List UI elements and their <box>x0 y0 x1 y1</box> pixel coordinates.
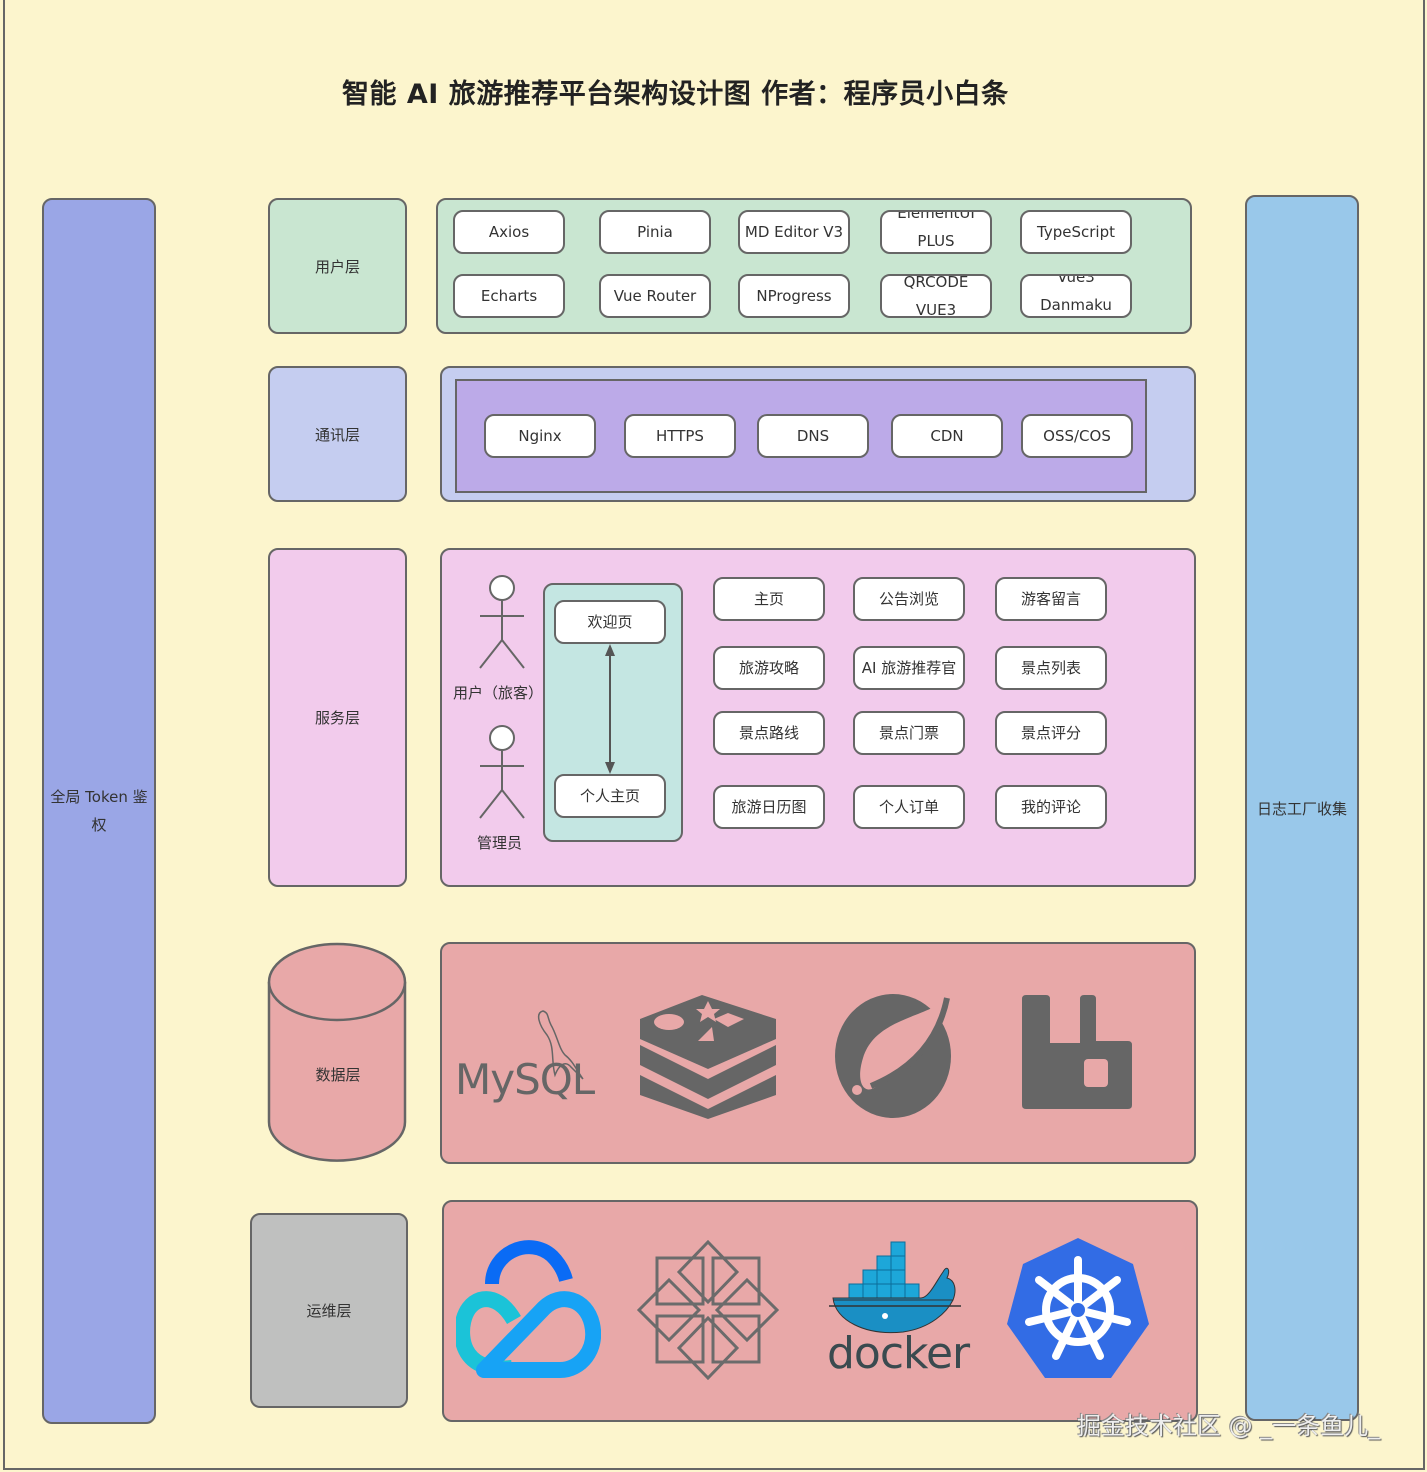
kubernetes-logo <box>1007 1238 1149 1378</box>
service-travel-calendar: 旅游日历图 <box>713 785 825 829</box>
centos-logo <box>637 1240 779 1380</box>
comm-dns: DNS <box>757 414 869 458</box>
comm-nginx: Nginx <box>484 414 596 458</box>
user-actor-label: 用户（旅客） <box>453 684 544 702</box>
log-collection-bar: 日志工厂收集 <box>1245 195 1359 1421</box>
tech-qrcode-vue3: QRCODE VUE3 <box>880 274 992 318</box>
diagram-title: 智能 AI 旅游推荐平台架构设计图 作者：程序员小白条 <box>342 79 1009 110</box>
docker-whale-icon <box>829 1241 961 1334</box>
comm-https: HTTPS <box>624 414 736 458</box>
ops-layer-label-box: 运维层 <box>250 1213 408 1408</box>
comm-cdn: CDN <box>891 414 1003 458</box>
watermark: 掘金技术社区 @ _一条鱼儿_ <box>1077 1412 1381 1440</box>
docker-logo: docker <box>825 1240 970 1385</box>
service-scenic-tickets: 景点门票 <box>853 711 965 755</box>
mysql-logo-text: MySQL <box>455 1055 595 1104</box>
tech-vue-router: Vue Router <box>599 274 711 318</box>
comm-layer-label-box: 通讯层 <box>268 366 407 502</box>
admin-actor-icon <box>479 725 525 819</box>
tech-md-editor: MD Editor V3 <box>738 210 850 254</box>
tech-typescript: TypeScript <box>1020 210 1132 254</box>
tech-pinia: Pinia <box>599 210 711 254</box>
user-actor-icon <box>479 575 525 669</box>
data-layer-label: 数据层 <box>315 1066 361 1084</box>
service-announcements: 公告浏览 <box>853 577 965 621</box>
tech-elementui-plus-line1: ElementUI <box>897 210 975 222</box>
service-scenic-list: 景点列表 <box>995 646 1107 690</box>
user-layer-label-box: 用户层 <box>268 198 407 334</box>
tencent-cloud-logo <box>456 1240 601 1378</box>
tech-elementui-plus-line2: PLUS <box>917 232 955 250</box>
redis-logo <box>640 995 776 1119</box>
service-my-orders: 个人订单 <box>853 785 965 829</box>
service-scenic-ratings: 景点评分 <box>995 711 1107 755</box>
global-token-auth-label: 全局 Token 鉴权 <box>50 788 148 834</box>
tech-elementui-plus: ElementUI PLUS <box>880 210 992 254</box>
comm-layer-label: 通讯层 <box>314 425 360 444</box>
data-layer-cylinder: 数据层 <box>266 940 410 1164</box>
bidirectional-arrow-icon <box>605 644 615 774</box>
database-cylinder-icon <box>267 942 407 1162</box>
welcome-page-node: 欢迎页 <box>554 600 666 644</box>
tech-vue3-danmaku-line1: Vue3 <box>1057 274 1095 286</box>
service-travel-guides: 旅游攻略 <box>713 646 825 690</box>
admin-actor-label: 管理员 <box>477 834 523 852</box>
spring-logo <box>835 994 951 1118</box>
comm-oss-cos: OSS/COS <box>1021 414 1133 458</box>
user-layer-label: 用户层 <box>314 257 360 276</box>
service-guest-messages: 游客留言 <box>995 577 1107 621</box>
tech-vue3-danmaku: Vue3 Danmaku <box>1020 274 1132 318</box>
service-layer-label: 服务层 <box>314 709 360 727</box>
docker-logo-text: docker <box>827 1328 970 1379</box>
mysql-dolphin-icon <box>537 1010 584 1080</box>
tech-echarts: Echarts <box>453 274 565 318</box>
rabbitmq-logo <box>1022 995 1132 1109</box>
tech-axios: Axios <box>453 210 565 254</box>
global-token-auth-bar: 全局 Token 鉴权 <box>42 198 156 1424</box>
service-layer-label-box: 服务层 <box>268 548 407 887</box>
service-scenic-routes: 景点路线 <box>713 711 825 755</box>
service-home: 主页 <box>713 577 825 621</box>
ops-layer-label: 运维层 <box>306 1302 352 1320</box>
mysql-logo: MySQL <box>455 1005 600 1105</box>
tech-nprogress: NProgress <box>738 274 850 318</box>
tech-vue3-danmaku-line2: Danmaku <box>1040 296 1112 314</box>
log-collection-label: 日志工厂收集 <box>1256 799 1347 818</box>
service-ai-recommender: AI 旅游推荐官 <box>853 646 965 690</box>
service-my-comments: 我的评论 <box>995 785 1107 829</box>
personal-home-node: 个人主页 <box>554 774 666 818</box>
